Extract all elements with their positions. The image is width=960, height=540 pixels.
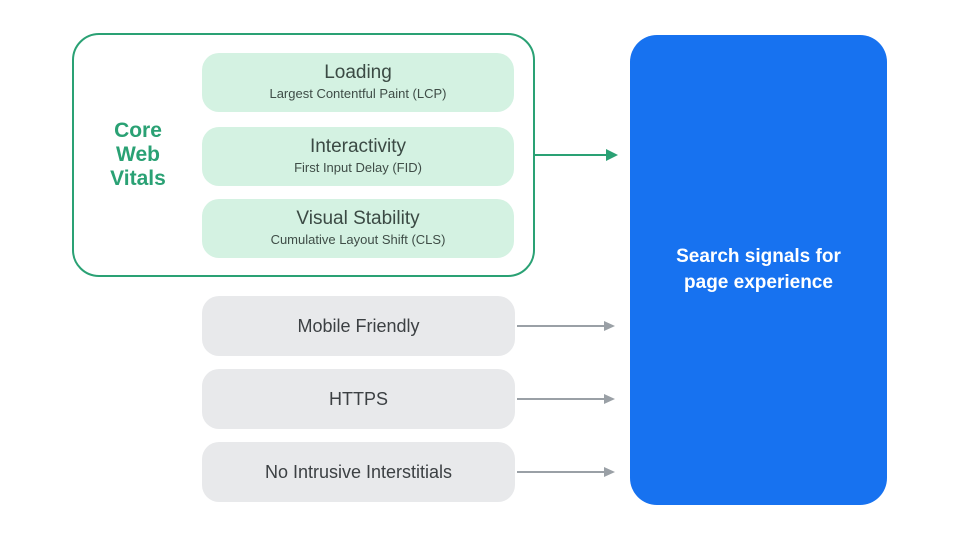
signal-pill-no-intrusive-interstitials: No Intrusive Interstitials [202, 442, 515, 502]
vital-pill-interactivity: Interactivity First Input Delay (FID) [202, 127, 514, 186]
vital-title: Interactivity [309, 136, 407, 158]
arrow-no-intrusive-interstitials-icon [517, 467, 615, 477]
vital-subtitle: Cumulative Layout Shift (CLS) [270, 232, 446, 248]
arrow-mobile-friendly-icon [517, 321, 615, 331]
signal-pill-mobile-friendly: Mobile Friendly [202, 296, 515, 356]
signal-label: HTTPS [328, 388, 388, 409]
core-web-vitals-label: Core Web Vitals [74, 35, 202, 275]
signal-label: No Intrusive Interstitials [264, 461, 453, 482]
signal-label: Mobile Friendly [297, 315, 420, 336]
vital-pill-visual-stability: Visual Stability Cumulative Layout Shift… [202, 199, 514, 258]
signal-pill-https: HTTPS [202, 369, 515, 429]
vital-pill-loading: Loading Largest Contentful Paint (LCP) [202, 53, 514, 112]
arrow-https-icon [517, 394, 615, 404]
vital-subtitle: Largest Contentful Paint (LCP) [269, 86, 447, 102]
arrow-core-web-vitals-icon [535, 149, 618, 161]
search-signals-result-box: Search signals for page experience [630, 35, 887, 505]
vital-title: Loading [324, 62, 392, 84]
vital-subtitle: First Input Delay (FID) [294, 160, 422, 176]
vital-title: Visual Stability [296, 208, 420, 230]
search-signals-label: Search signals for page experience [676, 245, 841, 293]
core-web-vitals-label-text: Core Web Vitals [110, 119, 166, 190]
core-web-vitals-group: Core Web Vitals Loading Largest Contentf… [72, 33, 535, 277]
